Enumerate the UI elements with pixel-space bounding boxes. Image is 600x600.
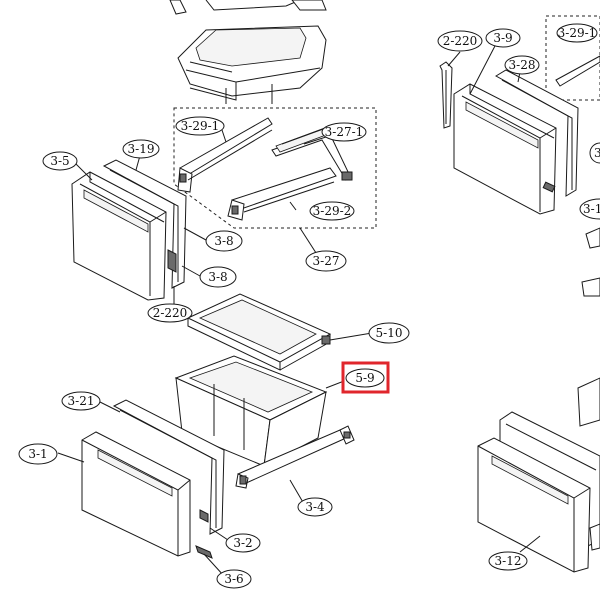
label-2-220-right: 2-220: [443, 34, 478, 48]
callout-2-220-left: 2-220: [147, 303, 193, 323]
callout-3-4: 3-4: [297, 497, 333, 517]
callout-partial-right-b: 3-1: [579, 198, 600, 220]
label-3-19: 3-19: [128, 142, 155, 156]
hinge-3-6: [195, 545, 213, 559]
label-partial-right-a: 3: [594, 146, 600, 160]
slide-rail-3-4: [235, 425, 355, 489]
callout-3-27-1: 3-27-1: [321, 122, 367, 142]
group-box-right: [545, 15, 600, 101]
gasket-frame-3-21: [112, 399, 225, 535]
label-3-6: 3-6: [224, 572, 243, 586]
label-3-1: 3-1: [28, 447, 47, 461]
callout-3-27: 3-27: [305, 250, 347, 272]
label-3-27: 3-27: [313, 254, 340, 268]
callout-3-19: 3-19: [122, 139, 160, 159]
label-2-220-left: 2-220: [153, 306, 188, 320]
callout-3-12: 3-12: [488, 551, 528, 571]
callout-3-5: 3-5: [42, 151, 78, 171]
callout-3-29-2: 3-29-2: [309, 201, 355, 221]
callout-3-8-upper: 3-8: [205, 230, 243, 252]
callout-partial-right-a: 3: [589, 142, 600, 164]
gasket-frame-3-19: [102, 159, 187, 289]
label-3-29-1-right: 3-29-1: [558, 26, 597, 40]
callout-3-9: 3-9: [485, 28, 521, 48]
label-3-28: 3-28: [509, 58, 536, 72]
label-3-4: 3-4: [305, 500, 325, 514]
callout-2-220-right: 2-220: [437, 30, 483, 52]
top-crisper-bin: [169, 0, 327, 104]
label-3-5: 3-5: [50, 154, 69, 168]
label-3-29-2: 3-29-2: [313, 204, 352, 218]
label-5-9: 5-9: [355, 371, 374, 385]
door-panel-3-5: [71, 171, 167, 301]
door-panel-3-9: [453, 83, 557, 215]
label-3-8-upper: 3-8: [214, 234, 233, 248]
callout-3-29-1: 3-29-1: [175, 116, 225, 136]
highlight-box-5-9: [341, 361, 390, 394]
label-3-27-1: 3-27-1: [325, 125, 364, 139]
label-5-10: 5-10: [376, 326, 403, 340]
gasket-strip-2-220: [439, 61, 453, 129]
callout-3-21: 3-21: [61, 391, 101, 411]
callout-3-28: 3-28: [504, 55, 540, 75]
callout-3-6: 3-6: [216, 569, 252, 589]
callout-3-29-1-right: 3-29-1: [556, 23, 598, 43]
label-3-8-lower: 3-8: [208, 270, 227, 284]
drawer-front-3-12: [477, 411, 600, 573]
callout-5-9[interactable]: 5-9: [341, 361, 390, 394]
drawer-front-3-1: [81, 431, 191, 557]
label-3-2: 3-2: [233, 536, 252, 550]
label-3-21: 3-21: [68, 394, 95, 408]
slide-rail-left: [177, 117, 273, 193]
tray-5-10: [186, 293, 332, 371]
callout-3-2: 3-2: [225, 533, 261, 553]
label-3-12: 3-12: [495, 554, 522, 568]
label-3-9: 3-9: [493, 31, 512, 45]
callout-3-8-lower: 3-8: [199, 266, 237, 288]
callout-5-10: 5-10: [368, 322, 410, 344]
slide-rail-right: [227, 167, 337, 221]
bin-5-9: [174, 355, 328, 467]
callout-3-1: 3-1: [18, 443, 58, 465]
label-3-29-1: 3-29-1: [181, 119, 220, 133]
group-box-3-27: [173, 107, 377, 229]
label-partial-right-b: 3-1: [583, 202, 600, 216]
